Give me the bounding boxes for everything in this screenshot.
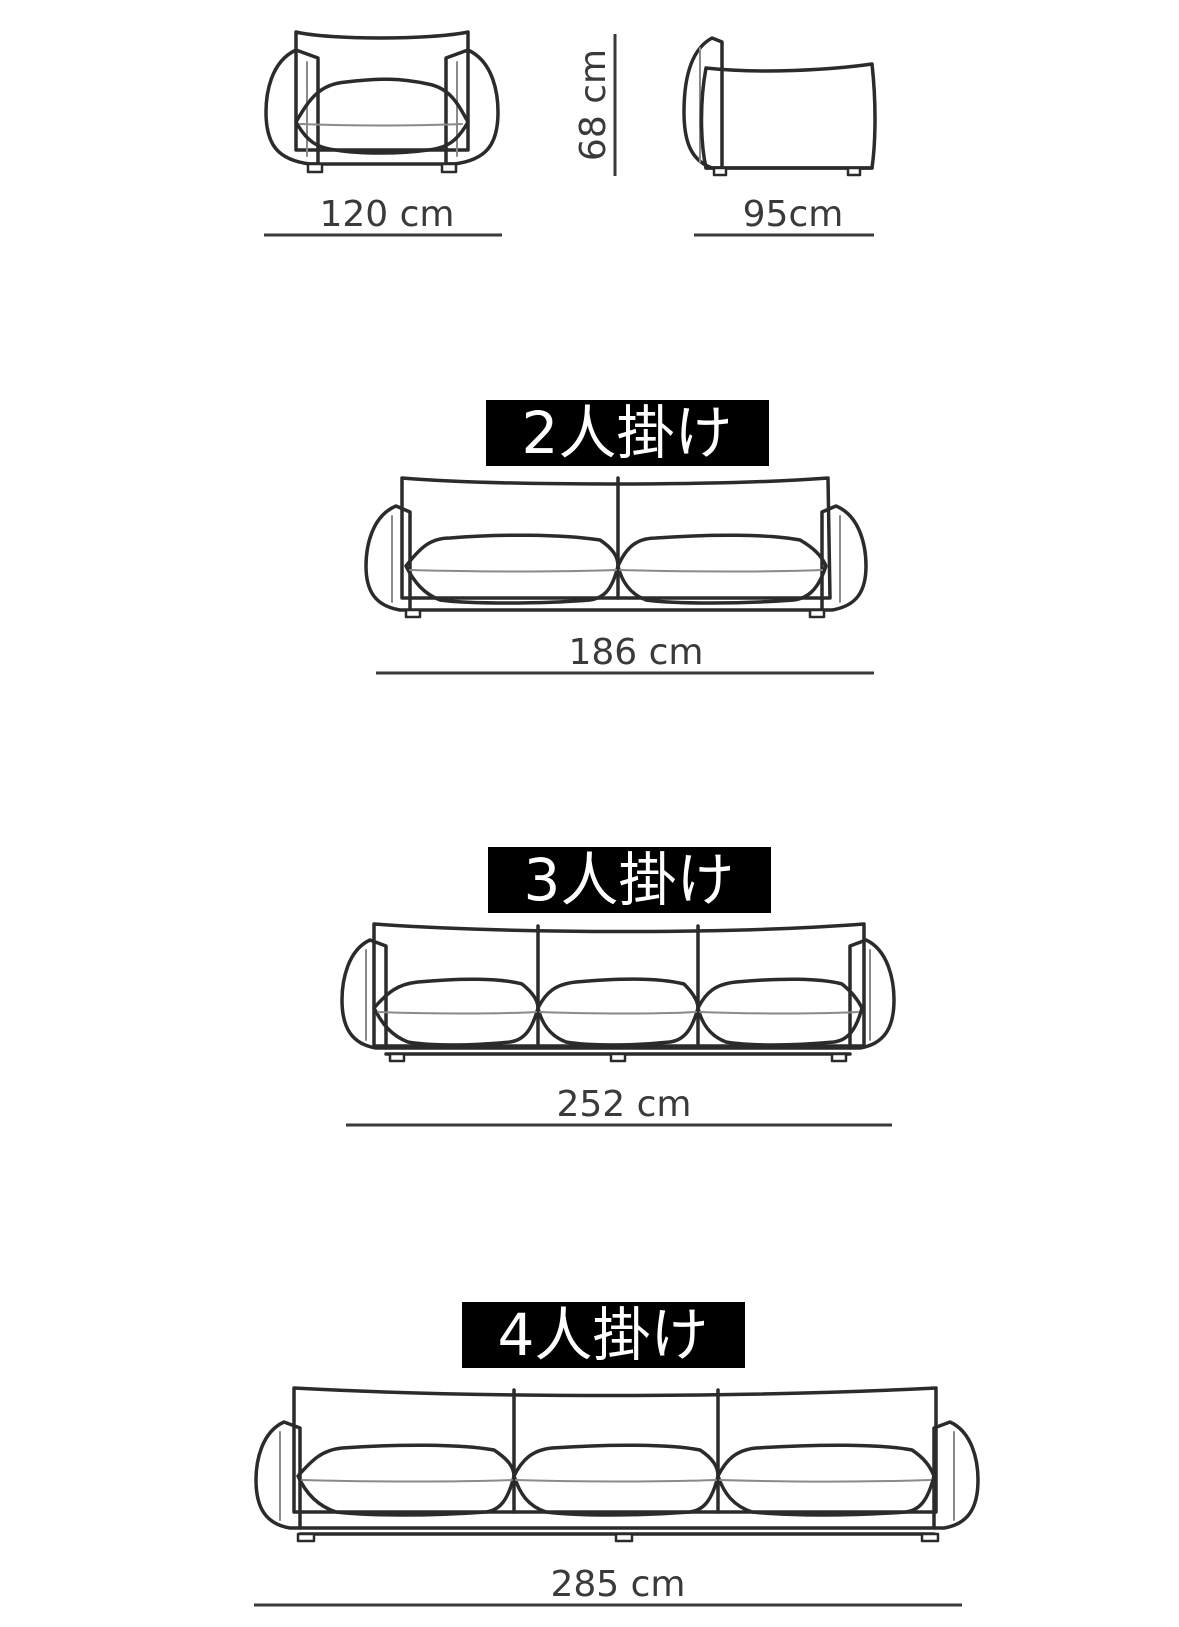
height-label: 68 cm (573, 49, 614, 161)
single-seat-front-drawing (264, 30, 500, 174)
four-seater-drawing (254, 1386, 980, 1543)
heading-2-seater-box (486, 400, 769, 466)
single-front-width-label: 120 cm (319, 194, 454, 235)
three-seater-drawing (340, 922, 896, 1063)
four-seater-width-label: 285 cm (550, 1564, 685, 1605)
two-seater-width-label: 186 cm (568, 632, 703, 673)
heading-3-seater: 3人掛け (524, 846, 735, 914)
heading-2-seater: 2人掛け (522, 399, 733, 467)
single-seat-side-drawing (682, 36, 877, 177)
three-seater-width-label: 252 cm (556, 1084, 691, 1125)
single-depth-label: 95cm (743, 194, 844, 235)
heading-3-seater-box (488, 847, 771, 913)
two-seater-drawing (364, 476, 868, 619)
heading-4-seater-box (462, 1302, 745, 1368)
heading-4-seater: 4人掛け (498, 1301, 709, 1369)
